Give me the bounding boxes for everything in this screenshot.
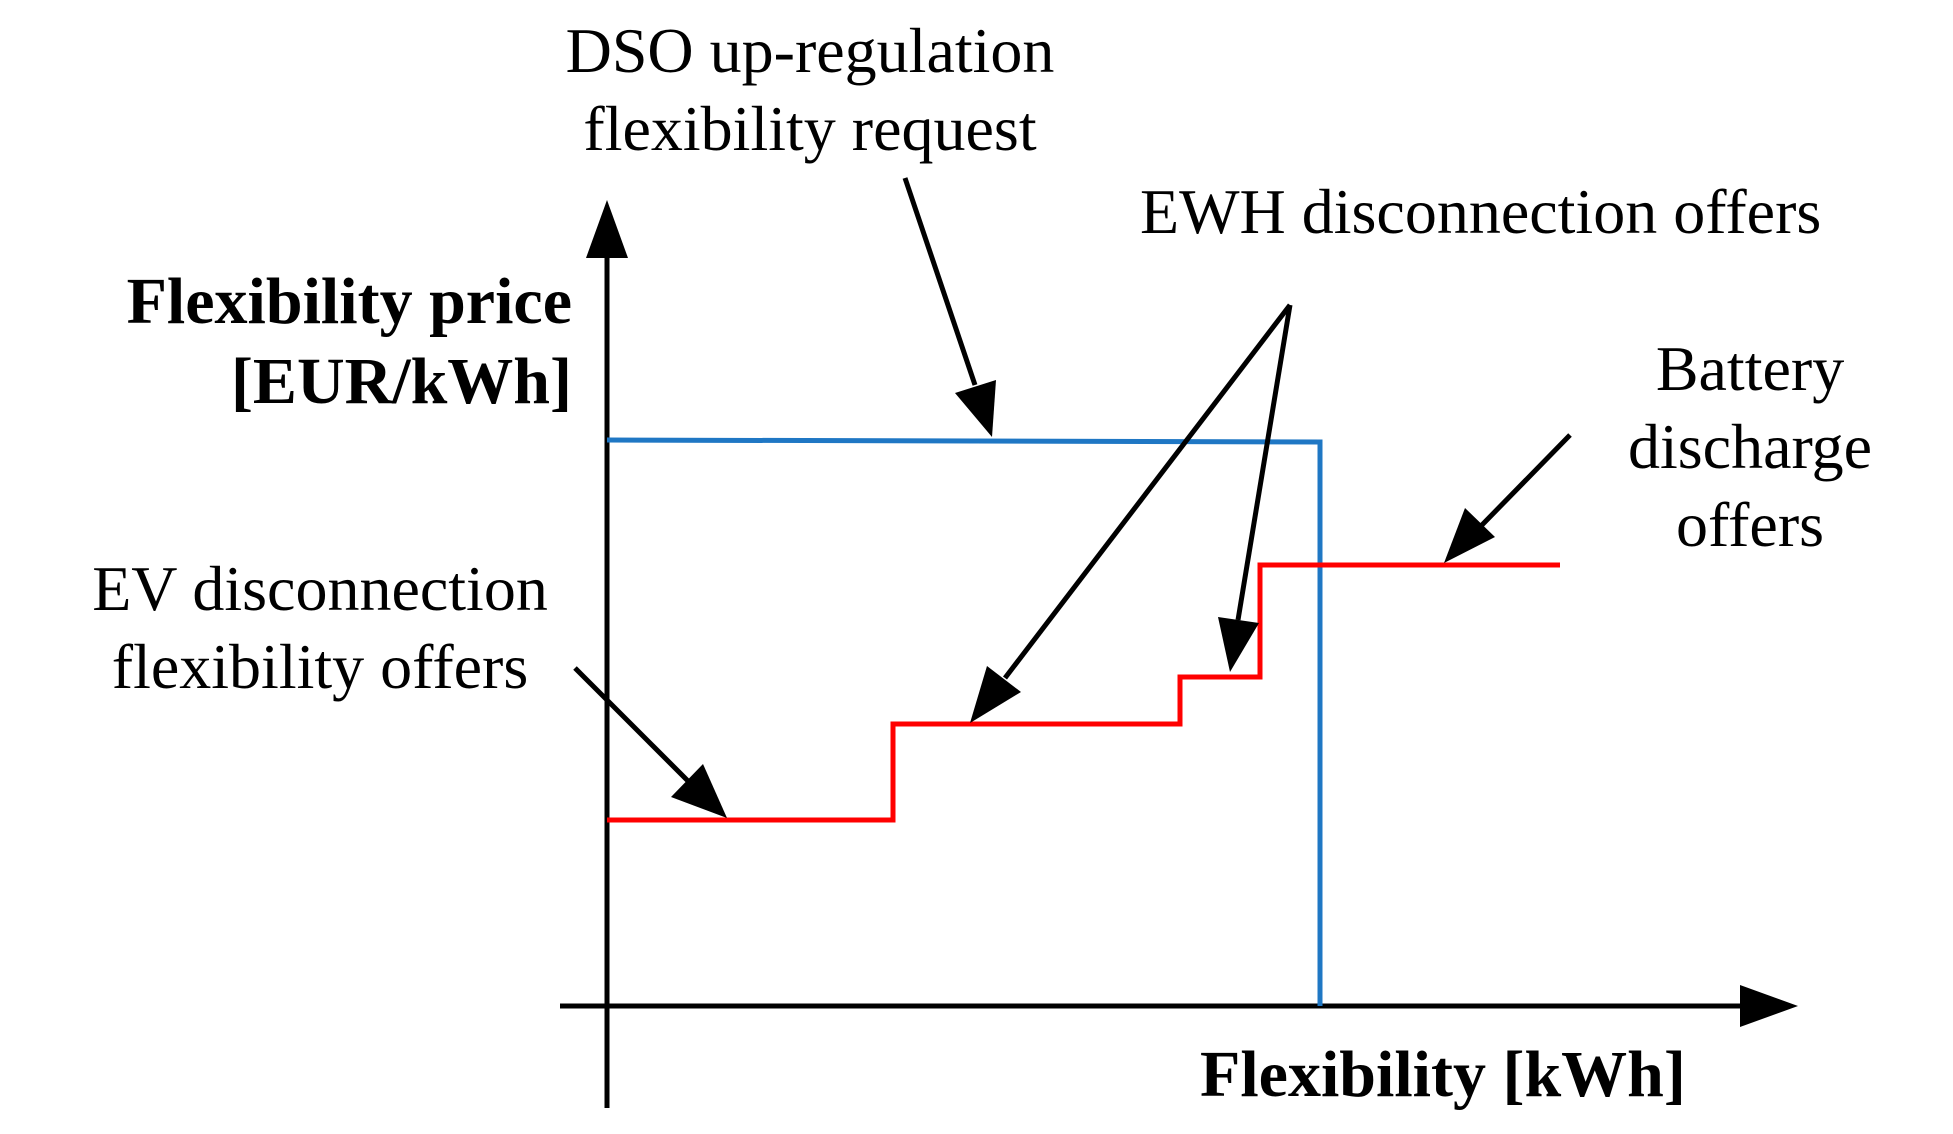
y-axis-label-line-1: Flexibility price (126, 265, 572, 338)
x-axis-label: Flexibility [kWh] (1200, 1038, 1686, 1111)
dso-arrow (902, 177, 996, 437)
battery-arrow (1444, 433, 1572, 563)
ewh-arrow-low (970, 303, 1292, 723)
ev-annotation-line-2: flexibility offers (111, 631, 529, 702)
ewh-arrow-high (1218, 304, 1293, 672)
dso-request-annotation: DSO up-regulation flexibility request (470, 12, 1150, 168)
x-axis (560, 985, 1798, 1027)
y-axis-arrowhead (586, 200, 628, 258)
x-axis-arrowhead (1740, 985, 1798, 1027)
ev-annotation-line-1: EV disconnection (92, 553, 548, 624)
battery-annotation-line-1: Battery (1655, 333, 1845, 404)
battery-annotation-line-3: offers (1675, 489, 1825, 560)
ewh-offers-annotation: EWH disconnection offers (1140, 176, 1822, 247)
y-axis-label: Flexibility price [EUR/kWh] (127, 262, 572, 422)
ev-arrow (573, 666, 727, 818)
battery-annotation-line-2: discharge (1627, 411, 1873, 482)
dso-annotation-line-1: DSO up-regulation (565, 15, 1055, 86)
battery-offers-annotation: Battery discharge offers (1590, 330, 1910, 564)
y-axis-label-line-2: [EUR/kWh] (230, 345, 572, 418)
ev-offers-annotation: EV disconnection flexibility offers (40, 550, 600, 706)
dso-request-curve (606, 437, 1323, 1006)
dso-annotation-line-2: flexibility request (583, 93, 1037, 164)
offer-step-curve (607, 562, 1560, 823)
y-axis (586, 200, 628, 1108)
